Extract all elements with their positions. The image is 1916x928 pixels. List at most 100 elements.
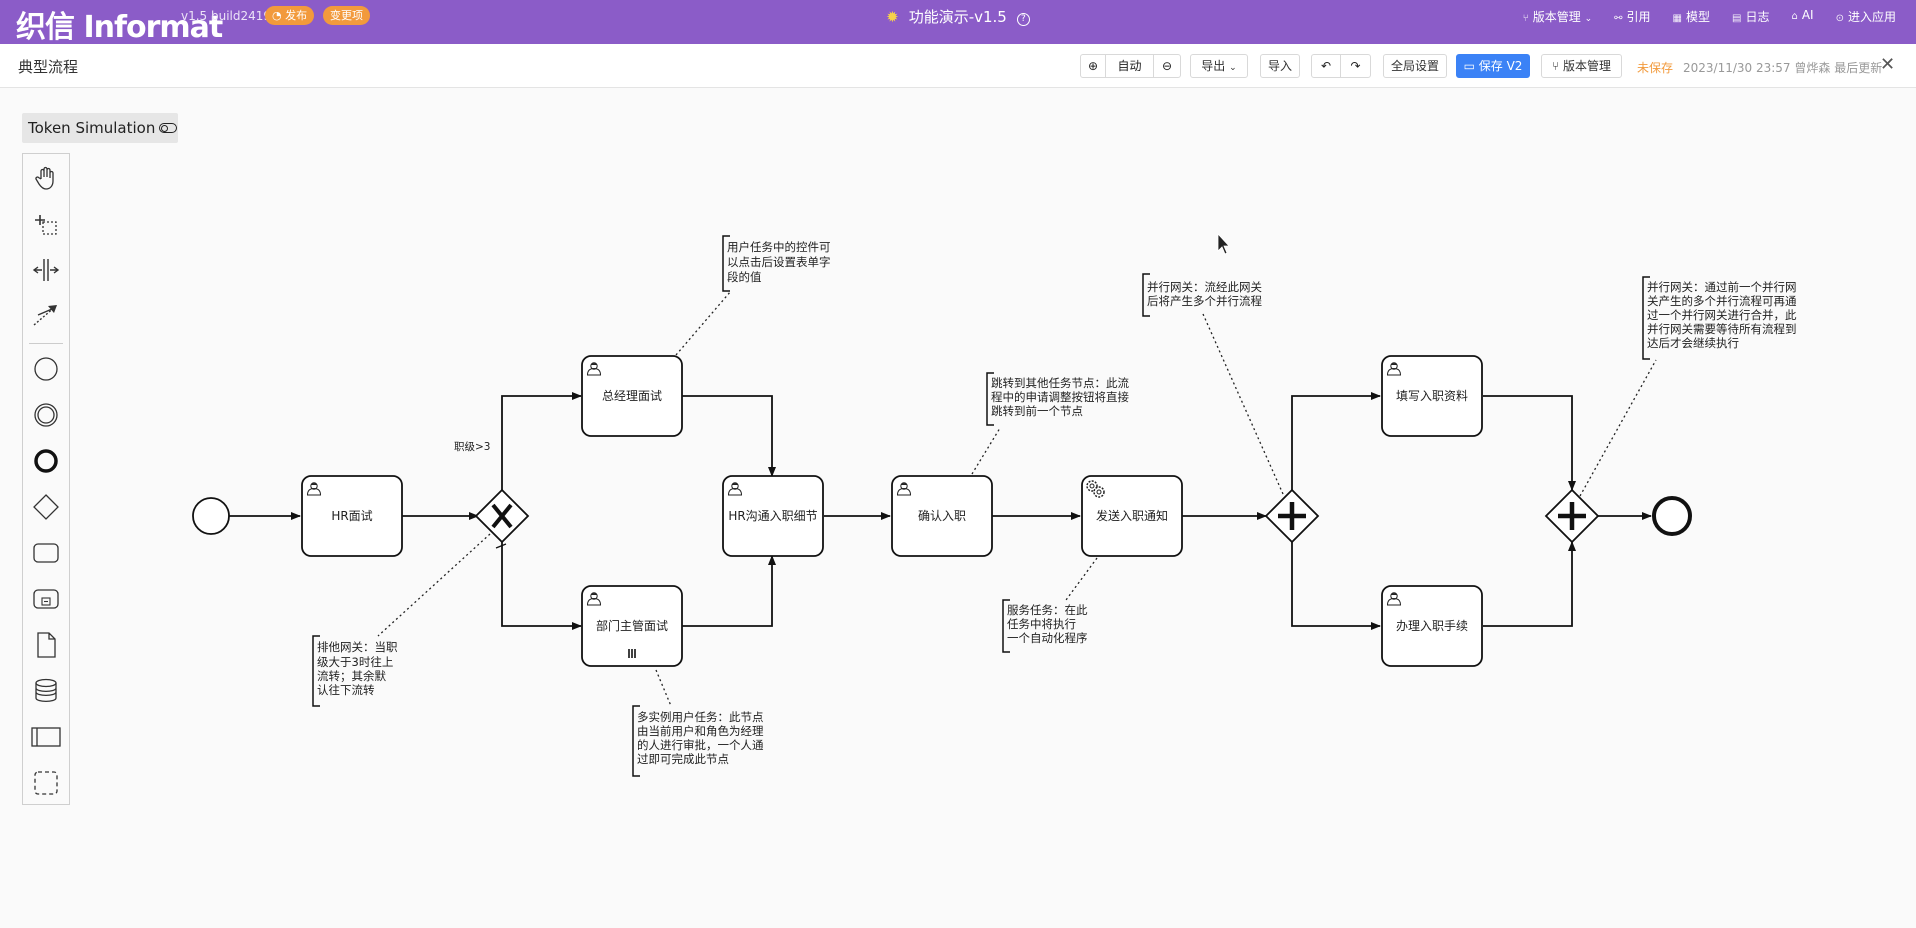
star-icon: ✹ xyxy=(886,8,899,26)
annotation-exclusive-gateway[interactable]: 排他网关：当职 级大于3时往上 流转；其余默 认往下流转 xyxy=(312,635,398,707)
task-tool[interactable] xyxy=(23,533,69,573)
annotation-line: 服务任务：在此 xyxy=(1007,603,1088,617)
gateway-tool[interactable] xyxy=(23,487,69,527)
data-object-tool[interactable] xyxy=(23,625,69,665)
annotation-service[interactable]: 服务任务：在此 任务中将执行 一个自动化程序 xyxy=(1002,599,1088,653)
ai-icon: ⌂ xyxy=(1791,11,1798,22)
palette-divider xyxy=(29,343,63,344)
editor-toolbar: 典型流程 ⊕ 自动 ⊖ 导出 ⌄ 导入 ↶ ↷ 全局设置 ▭ 保存 V2 ⑂ 版… xyxy=(0,44,1916,88)
task-confirm[interactable]: 确认入职 xyxy=(891,475,993,557)
data-store-tool[interactable] xyxy=(23,671,69,711)
nav-version-manage[interactable]: ⑂版本管理 ⌄ xyxy=(1522,10,1593,24)
group-icon xyxy=(34,771,58,795)
flow-gm-to-details[interactable] xyxy=(682,395,776,477)
annotation-line: 并行网关：通过前一个并行网 xyxy=(1647,280,1797,294)
group-tool[interactable] xyxy=(23,763,69,803)
branch-icon: ⑂ xyxy=(1522,13,1529,24)
tool-palette xyxy=(22,153,70,805)
task-label: 确认入职 xyxy=(918,509,966,523)
undo-button[interactable]: ↶ xyxy=(1312,55,1341,77)
start-event[interactable] xyxy=(192,497,230,535)
version-label: v1.5 build2419 xyxy=(181,9,272,23)
nav-model[interactable]: ▦模型 xyxy=(1672,10,1711,24)
annotation-line: 的人进行审批，一个人通 xyxy=(637,738,764,752)
hand-tool[interactable] xyxy=(23,158,69,198)
zoom-auto-button[interactable]: 自动 xyxy=(1106,55,1154,77)
enter-icon: ⊙ xyxy=(1835,13,1844,24)
connect-tool[interactable] xyxy=(23,294,69,334)
default-flow-marker xyxy=(495,543,507,549)
task-handle-procedure[interactable]: 办理入职手续 xyxy=(1381,585,1483,667)
task-icon xyxy=(33,543,59,563)
assoc-parallel-join xyxy=(1579,359,1657,497)
multi-instance-icon xyxy=(628,649,636,658)
flow-split-to-fill[interactable] xyxy=(1291,392,1381,490)
subprocess-tool[interactable] xyxy=(23,579,69,619)
annotation-associations xyxy=(377,290,1657,707)
annotation-line: 用户任务中的控件可 xyxy=(727,240,831,254)
unsaved-status: 未保存 xyxy=(1637,61,1674,75)
changes-button[interactable]: 变更项 xyxy=(323,6,370,25)
exclusive-gateway[interactable] xyxy=(474,488,530,544)
flow-dept-to-details[interactable] xyxy=(682,555,776,627)
redo-button[interactable]: ↷ xyxy=(1341,55,1370,77)
parallel-gateway-split[interactable] xyxy=(1264,488,1320,544)
end-event-icon xyxy=(34,449,58,473)
help-icon[interactable]: ? xyxy=(1016,13,1030,26)
task-fill-info[interactable]: 填写入职资料 xyxy=(1381,355,1483,437)
nav-log[interactable]: ▤日志 xyxy=(1732,10,1770,24)
toggle-icon xyxy=(159,123,178,133)
nav-reference[interactable]: ⚯引用 xyxy=(1614,10,1651,24)
start-event-tool[interactable] xyxy=(23,349,69,389)
annotation-line: 过一个并行网关进行合并，此 xyxy=(1647,308,1797,322)
annotation-multi-instance[interactable]: 多实例用户任务：此节点 由当前用户和角色为经理 的人进行审批，一个人通 过即可完… xyxy=(632,705,764,777)
global-settings-button[interactable]: 全局设置 xyxy=(1383,54,1447,78)
close-icon[interactable]: ✕ xyxy=(1880,54,1896,75)
pool-tool[interactable] xyxy=(23,717,69,757)
annotation-parallel-join[interactable]: 并行网关：通过前一个并行网 关产生的多个并行流程可再通 过一个并行网关进行合并，… xyxy=(1642,276,1797,360)
top-bar: 织信 Informat v1.5 build2419 ◔ 发布 变更项 ✹功能演… xyxy=(0,0,1916,45)
annotation-line: 认往下流转 xyxy=(317,683,375,697)
save-button[interactable]: ▭ 保存 V2 xyxy=(1456,54,1530,78)
flow-handle-to-join[interactable] xyxy=(1483,541,1576,627)
task-send-notice[interactable]: 发送入职通知 xyxy=(1081,475,1183,557)
task-dept-interview[interactable]: 部门主管面试 xyxy=(581,585,683,667)
assoc-user-task xyxy=(675,290,732,356)
app-logo[interactable]: 织信 Informat xyxy=(16,10,223,45)
annotation-line: 跳转到前一个节点 xyxy=(991,404,1083,418)
version-manage-button[interactable]: ⑂ 版本管理 xyxy=(1541,54,1622,78)
mouse-cursor-icon xyxy=(1217,232,1230,255)
task-hr-interview[interactable]: HR面试 xyxy=(301,475,403,557)
flow-xor-to-gm[interactable] xyxy=(501,392,582,491)
publish-button[interactable]: ◔ 发布 xyxy=(265,6,315,25)
flow-xor-to-dept[interactable] xyxy=(501,541,582,630)
token-simulation-toggle[interactable]: Token Simulation xyxy=(22,113,178,143)
end-event-tool[interactable] xyxy=(23,441,69,481)
lasso-tool[interactable] xyxy=(23,204,69,244)
export-button[interactable]: 导出 ⌄ xyxy=(1190,54,1248,78)
parallel-gateway-join[interactable] xyxy=(1544,488,1600,544)
branch-icon: ⑂ xyxy=(1551,59,1560,73)
annotation-jump[interactable]: 跳转到其他任务节点：此流 程中的申请调整按钮将直接 跳转到前一个节点 xyxy=(986,372,1129,426)
nav-ai[interactable]: ⌂AI xyxy=(1791,8,1814,22)
intermediate-event-tool[interactable] xyxy=(23,395,69,435)
task-gm-interview[interactable]: 总经理面试 xyxy=(581,355,683,437)
annotation-line: 排他网关：当职 xyxy=(317,640,398,654)
flow-fill-to-join[interactable] xyxy=(1483,395,1576,491)
flow-split-to-handle[interactable] xyxy=(1291,542,1381,630)
end-event[interactable] xyxy=(1652,496,1692,536)
assoc-exclusive xyxy=(377,533,491,637)
annotation-parallel-split[interactable]: 并行网关：流经此网关 后将产生多个并行流程 xyxy=(1142,273,1262,317)
zoom-out-button[interactable]: ⊖ xyxy=(1154,55,1180,77)
import-button[interactable]: 导入 xyxy=(1260,54,1300,78)
zoom-in-button[interactable]: ⊕ xyxy=(1081,55,1106,77)
start-event-icon xyxy=(34,357,58,381)
task-hr-details[interactable]: HR沟通入职细节 xyxy=(722,475,824,557)
annotation-line: 并行网关需要等待所有流程到 xyxy=(1647,322,1797,336)
nav-enter-app[interactable]: ⊙进入应用 xyxy=(1835,10,1896,24)
space-tool[interactable] xyxy=(23,250,69,290)
annotation-line: 跳转到其他任务节点：此流 xyxy=(991,376,1129,390)
annotation-line: 一个自动化程序 xyxy=(1007,631,1088,645)
annotation-user-task[interactable]: 用户任务中的控件可 以点击后设置表单字 段的值 xyxy=(722,235,831,292)
